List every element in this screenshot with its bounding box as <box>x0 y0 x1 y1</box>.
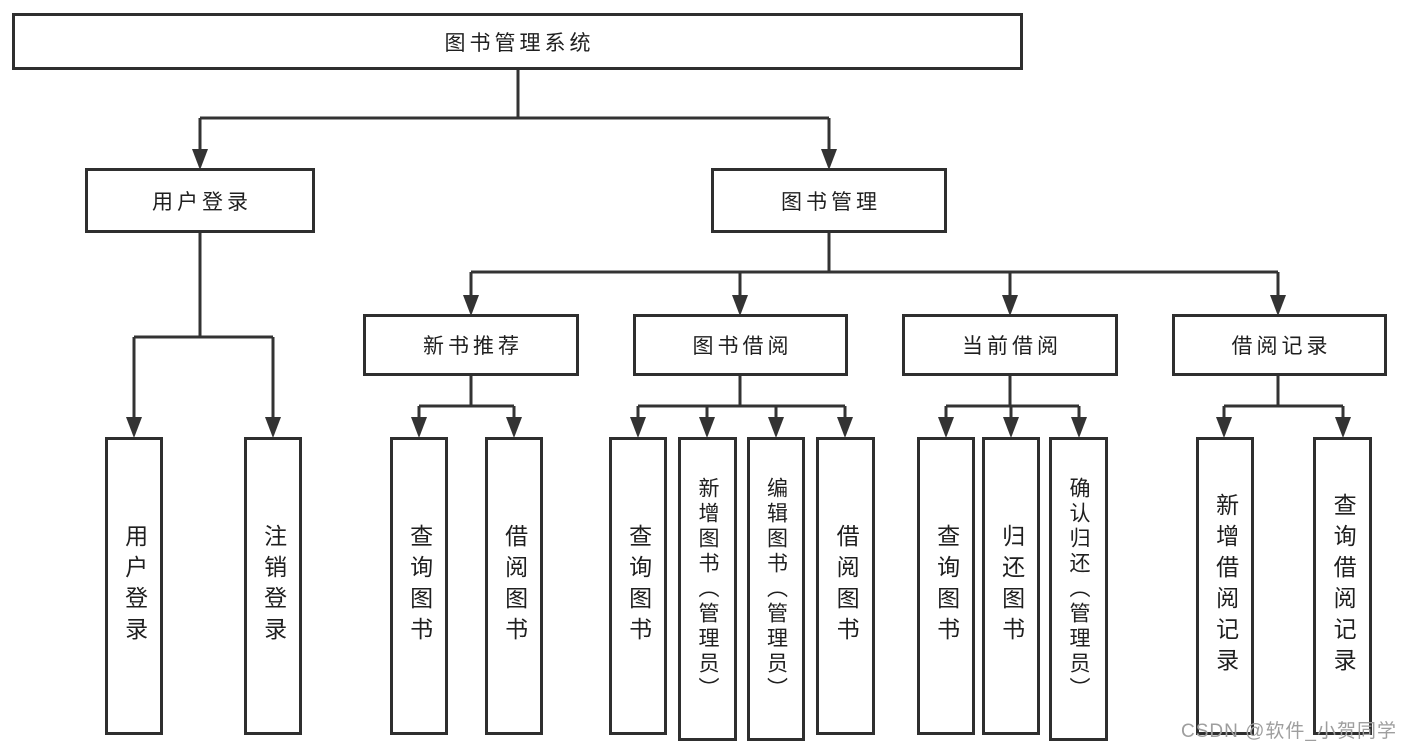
node-label: 查询图书 <box>933 524 960 648</box>
node-label: 用户登录 <box>152 190 252 214</box>
arrowhead-icon <box>630 417 646 438</box>
arrowhead-icon <box>1270 295 1286 316</box>
arrowhead-icon <box>411 417 427 438</box>
leaf-return-books: 归还图书 <box>982 437 1040 735</box>
arrowhead-icon <box>699 417 715 438</box>
arrowhead-icon <box>938 417 954 438</box>
leaf-confirm-return-admin: 确认归还（管理员） <box>1049 437 1108 741</box>
node-label: 新增图书（管理员） <box>696 476 720 702</box>
arrowhead-icon <box>463 295 479 316</box>
arrowhead-icon <box>1002 295 1018 316</box>
node-label: 图书管理系统 <box>444 31 595 55</box>
arrowhead-icon <box>265 417 281 438</box>
node-label: 用户登录 <box>121 524 148 648</box>
leaf-user-login: 用户登录 <box>105 437 163 735</box>
arrowhead-icon <box>192 149 208 170</box>
arrowhead-icon <box>506 417 522 438</box>
arrowhead-icon <box>837 417 853 438</box>
node-label: 图书借阅 <box>692 335 793 358</box>
node-book-management: 图书管理 <box>711 168 947 233</box>
node-label: 新书推荐 <box>423 335 523 358</box>
node-new-book-recommendation: 新书推荐 <box>363 314 579 376</box>
arrowhead-icon <box>126 417 142 438</box>
node-library-management-system: 图书管理系统 <box>12 13 1023 70</box>
node-label: 借阅图书 <box>501 524 528 648</box>
arrowhead-icon <box>1003 417 1019 438</box>
node-label: 查询图书 <box>406 524 433 648</box>
node-borrowing-records: 借阅记录 <box>1172 314 1387 376</box>
node-label: 图书管理 <box>781 190 881 214</box>
node-label: 借阅记录 <box>1231 335 1332 358</box>
csdn-watermark: CSDN @软件_小贺同学 <box>1181 721 1397 742</box>
node-label: 借阅图书 <box>833 524 860 648</box>
leaf-add-borrow-record: 新增借阅记录 <box>1196 437 1254 735</box>
node-label: 新增借阅记录 <box>1212 493 1239 679</box>
arrowhead-icon <box>1335 417 1351 438</box>
leaf-logout: 注销登录 <box>244 437 302 735</box>
arrowhead-icon <box>1216 417 1232 438</box>
leaf-borrow-books-borrowing: 借阅图书 <box>816 437 875 735</box>
node-label: 确认归还（管理员） <box>1067 476 1091 702</box>
leaf-add-book-admin: 新增图书（管理员） <box>678 437 737 741</box>
leaf-query-books-recommend: 查询图书 <box>390 437 448 735</box>
arrowhead-icon <box>821 149 837 170</box>
node-label: 当前借阅 <box>962 335 1062 358</box>
arrowhead-icon <box>732 295 748 316</box>
node-user-login: 用户登录 <box>85 168 315 233</box>
leaf-query-books-borrowing: 查询图书 <box>609 437 667 735</box>
node-label: 查询图书 <box>625 524 652 648</box>
arrowhead-icon <box>768 417 784 438</box>
node-label: 查询借阅记录 <box>1330 493 1357 679</box>
leaf-query-borrow-record: 查询借阅记录 <box>1313 437 1372 735</box>
node-label: 注销登录 <box>260 524 287 648</box>
node-book-borrowing: 图书借阅 <box>633 314 848 376</box>
leaf-edit-book-admin: 编辑图书（管理员） <box>747 437 805 741</box>
node-label: 归还图书 <box>998 524 1025 648</box>
node-current-borrowing: 当前借阅 <box>902 314 1118 376</box>
leaf-query-books-current: 查询图书 <box>917 437 975 735</box>
leaf-borrow-books-recommend: 借阅图书 <box>485 437 543 735</box>
node-label: 编辑图书（管理员） <box>764 476 788 702</box>
arrowhead-icon <box>1071 417 1087 438</box>
